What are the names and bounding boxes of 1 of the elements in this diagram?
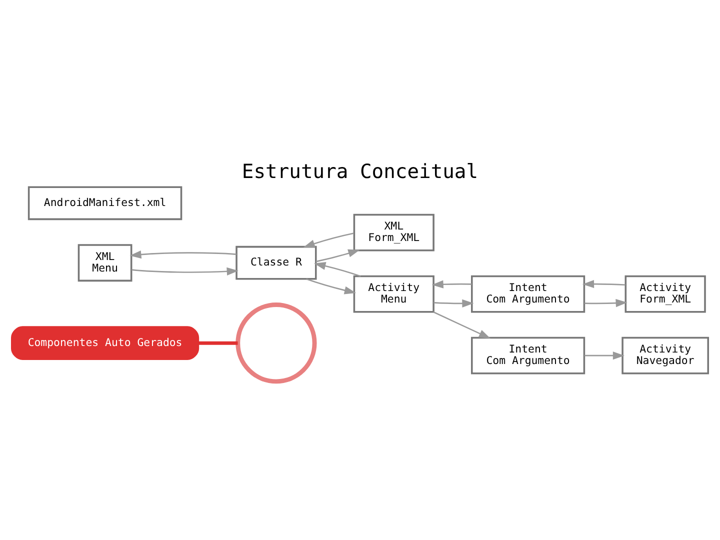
diagram-title: Estrutura Conceitual xyxy=(242,160,478,183)
